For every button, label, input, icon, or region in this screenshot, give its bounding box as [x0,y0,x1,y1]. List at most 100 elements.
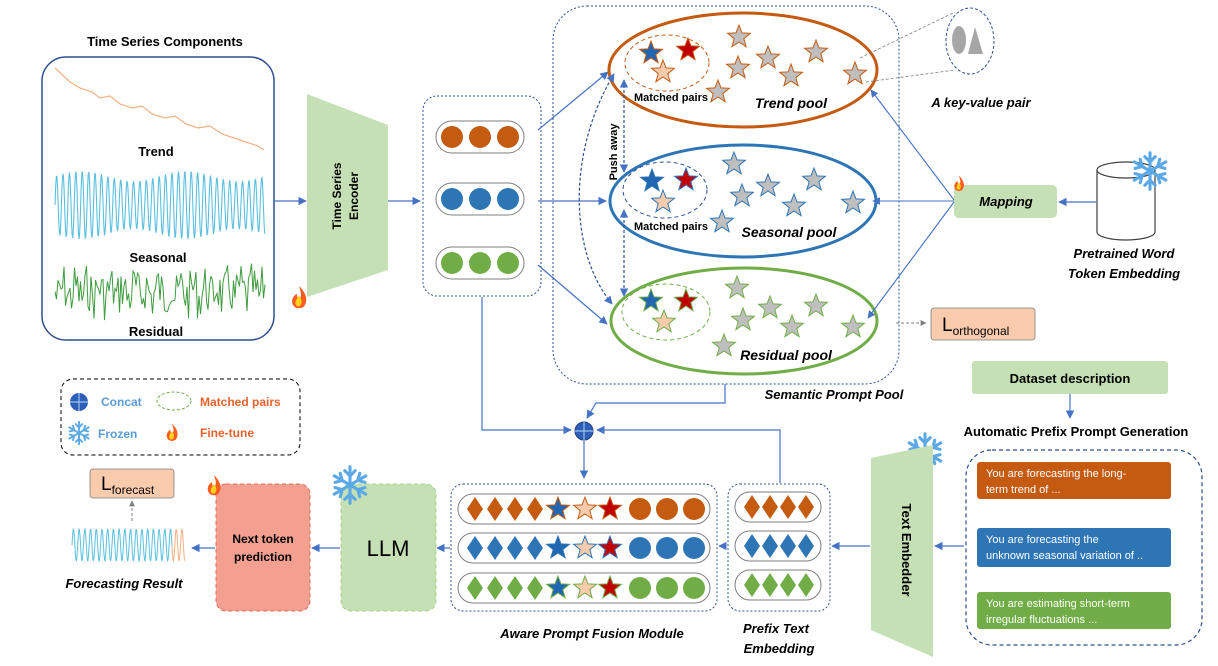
mapping-label: Mapping [979,194,1032,209]
prefix-text-label-2: Embedding [744,641,815,656]
orthogonal-loss-box [930,307,1036,341]
residual-label: Residual [129,324,183,339]
diamond-icon [798,534,814,558]
dataset-description-label: Dataset description [1010,371,1131,386]
residual-pool-label: Residual pool [740,347,833,363]
prompt-star [730,306,756,331]
diamond-icon [780,573,796,597]
trend-embedding [435,120,525,154]
fire-icon [207,475,221,496]
forecast-loss-label: Lforecast [101,474,155,497]
pool-stars [638,23,868,357]
concat-icon [70,393,88,411]
pretrained-embedding: Pretrained Word Token Embedding [1058,151,1180,281]
text-embedder: Text Embedder [831,445,964,657]
llm-box [340,483,437,612]
snowflake-icon [68,420,90,446]
text-embedder-trapezoid [871,445,933,657]
seasonal-wave [54,171,266,239]
arrow-to-trend-pool [537,71,609,131]
prompt-star [709,208,735,233]
diamond-icon [762,534,778,558]
matched-value-star [597,495,623,520]
diamond-icon [467,536,483,560]
value-shape [968,27,983,54]
next-token-label-2: prediction [234,550,292,564]
prompt-star [725,54,751,79]
diamond-icon [527,536,543,560]
pretrained-label-2: Token Embedding [1068,266,1180,281]
matched-pairs-residual [621,283,711,341]
matched-key-star [639,167,665,192]
prompt-seasonal [977,528,1171,567]
time-series-components-title: Time Series Components [87,34,243,49]
prompt-star [705,78,731,103]
matched-pairs-label-mid: Matched pairs [634,221,708,233]
diamond-icon [798,495,814,519]
embedding-token [656,577,678,599]
seasonal-embedding [435,182,525,216]
matched-value-star [673,166,699,191]
embedding-token [629,577,651,599]
legend-box [60,378,301,456]
seasonal-label: Seasonal [129,250,186,265]
pretrained-label-1: Pretrained Word [1074,246,1176,261]
svg-text:You are forecasting the: You are forecasting the [986,534,1099,546]
semantic-prompt-pool-frame [552,5,900,385]
prompt-star [840,313,866,338]
legend-matched-pairs: Matched pairs [200,395,281,409]
matched-prompt-star [572,495,598,520]
orthogonal-loss-label: Lorthogonal [942,315,1009,338]
time-series-panel: Time Series Components Trend Seasonal Re… [41,34,275,341]
push-away-label: Push away [608,123,620,181]
matched-pairs-label-top: Matched pairs [634,92,708,104]
svg-text:unknown seasonal variation of: unknown seasonal variation of .. [986,550,1143,562]
arrow-mapping-to-trend [870,89,955,201]
matched-prompt-star [651,308,677,333]
push-away-arrow-outer [578,73,615,305]
prompt-star [778,62,804,87]
fusion-module-label: Aware Prompt Fusion Module [499,626,683,641]
semantic-prompt-pool-label: Semantic Prompt Pool [765,387,904,402]
aware-prompt-fusion-module: Aware Prompt Fusion Module [450,483,718,641]
prompt-star [726,23,752,48]
prompt-star [757,294,783,319]
auto-prefix-label: Automatic Prefix Prompt Generation [964,424,1189,439]
diamond-icon [527,576,543,600]
svg-text:You are forecasting the long-: You are forecasting the long- [986,468,1127,480]
fire-icon [166,423,178,441]
diamond-icon [487,497,503,521]
arrow-to-residual-pool [537,264,608,325]
key-shape [952,26,966,54]
prompt-star [721,150,747,175]
prompt-star [801,166,827,191]
prefix-text-embedding: Prefix Text Embedding [727,483,831,656]
prompt-star [755,44,781,69]
embedding-token [629,498,651,520]
matched-key-star [545,495,571,520]
fusion-tokens [467,495,705,600]
trend-curve [54,67,265,151]
prompt-trend [977,462,1171,499]
matched-prompt-star [572,534,598,559]
forecast-wave [71,527,173,563]
prompt-star [724,274,750,299]
residual-wave [54,263,266,321]
dataset-description-box [972,361,1168,394]
matched-prompt-star [650,188,676,213]
trend-label: Trend [138,144,173,159]
diamond-icon [744,573,760,597]
prompt-star [803,292,829,317]
diamond-icon [780,495,796,519]
forecast-tail [171,528,186,563]
legend-concat: Concat [101,395,142,409]
matched-value-star [675,36,701,61]
encoder-label-1: Time Series [330,162,344,229]
prompt-residual [977,592,1171,629]
prompt-star [842,60,868,85]
matched-pairs-trend [624,34,710,92]
matched-pairs-legend-icon [156,391,192,411]
time-series-encoder: Time Series Encoder [292,94,388,309]
diamond-icon [487,536,503,560]
llm-label: LLM [367,536,410,561]
